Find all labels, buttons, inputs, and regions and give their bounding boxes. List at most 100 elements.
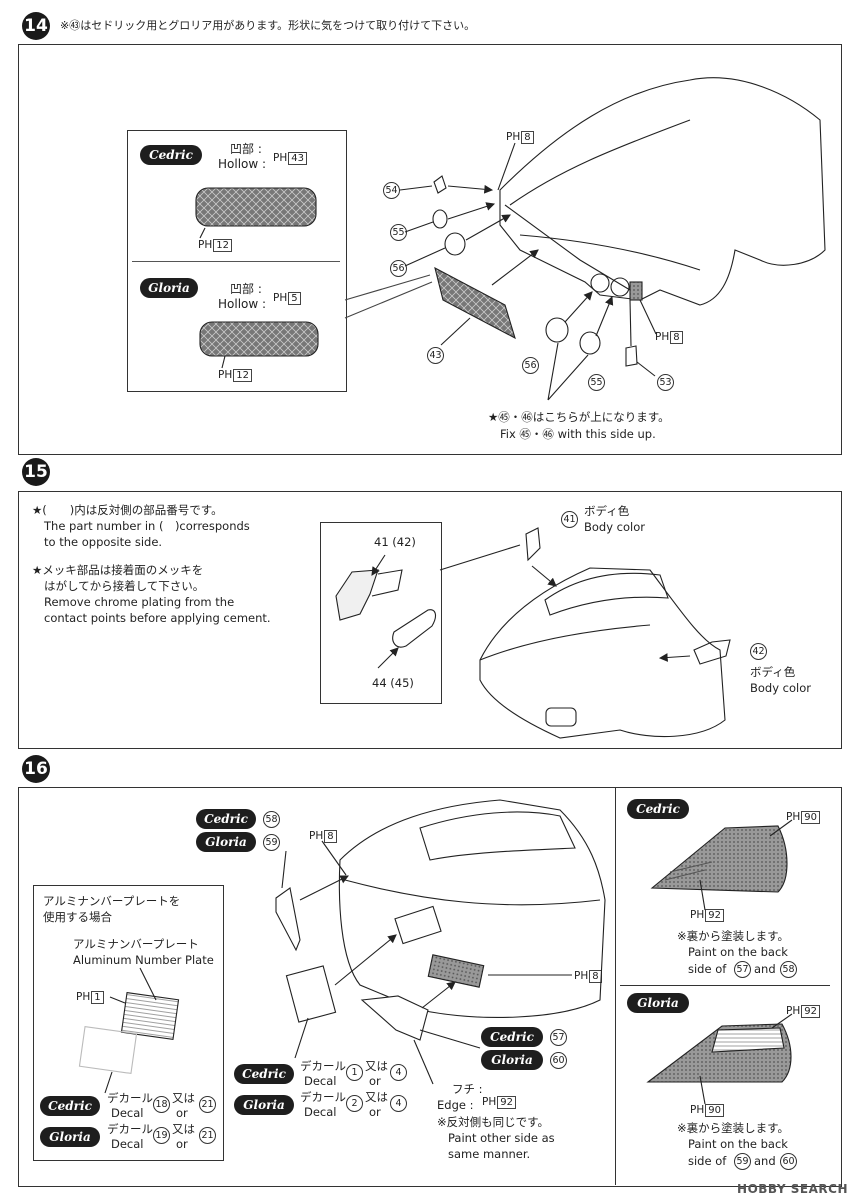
step15-frame [18, 491, 842, 749]
part-number-56b: 56 [522, 357, 539, 374]
main-gloria-or-jp: 又は [365, 1090, 388, 1104]
cedric-hollow-jp: 凹部 : [230, 142, 262, 156]
gloria-hollow-jp: 凹部 : [230, 282, 262, 296]
paint-label: PH [218, 369, 233, 381]
paint-label: PH [690, 1104, 705, 1116]
part-41-color-en: Body color [584, 520, 646, 534]
main-gloria-alt-num: 4 [390, 1095, 407, 1112]
part-number-54: 54 [383, 182, 400, 199]
step14-frame [18, 44, 842, 455]
part-number-57: 57 [550, 1029, 567, 1046]
paint-code: 5 [288, 292, 301, 305]
part-number-59: 59 [263, 834, 280, 851]
paint-code: 90 [801, 811, 820, 824]
plate-name-en: Aluminum Number Plate [73, 953, 214, 967]
step16-frame [18, 787, 842, 1187]
edge-jp: フチ : [452, 1082, 483, 1096]
lamp-cedric-note-p1: 57 [734, 961, 751, 978]
paint-label: PH [655, 331, 670, 343]
paint-code: 1 [91, 991, 104, 1004]
paint-label: PH [690, 909, 705, 921]
main-gloria-decal-jp: デカール [300, 1090, 346, 1104]
paint-code: 90 [705, 1104, 724, 1117]
cedric-hollow-en: Hollow : [218, 157, 267, 171]
other-side-en-1: Paint other side as [448, 1131, 555, 1145]
main-gloria-or-en: or [369, 1105, 381, 1119]
box-cedric-decal-jp: デカール [107, 1091, 153, 1105]
box-gloria-or-en: or [176, 1137, 188, 1151]
fix-note-jp: ★㊺・㊻はこちらが上になります。 [488, 410, 670, 424]
edge-en: Edge : [437, 1098, 474, 1112]
part-number-60: 60 [550, 1052, 567, 1069]
step16-divider [615, 788, 616, 1185]
lamp-gloria-badge: Gloria [627, 993, 689, 1013]
main-cedric-decal-num: 1 [346, 1064, 363, 1081]
step15-note2-en1: Remove chrome plating from the [44, 595, 235, 609]
paint-code: 8 [324, 830, 337, 843]
box-gloria-decal-en: Decal [111, 1137, 144, 1151]
paint-code: 92 [705, 909, 724, 922]
lamp-cedric-badge: Cedric [627, 799, 689, 819]
other-side-jp: ※反対側も同じです。 [437, 1115, 549, 1129]
fix-note-en: Fix ㊺・㊻ with this side up. [500, 427, 656, 441]
gloria-badge: Gloria [140, 278, 198, 298]
part-number-55: 55 [390, 224, 407, 241]
lamp-gloria-note-and: and [754, 1154, 776, 1168]
part-number-53: 53 [657, 374, 674, 391]
cedric-badge-16: Cedric [196, 809, 256, 829]
grille-variant-box [127, 130, 347, 392]
box-gloria-decal-num: 19 [153, 1127, 170, 1144]
step15-note1-jp: ★( )内は反対側の部品番号です。 [32, 503, 223, 517]
mirror-inset-top-label: 41 (42) [374, 535, 416, 549]
mirror-inset-bottom-label: 44 (45) [372, 676, 414, 690]
lamp-cedric-note-en-2a: side of [688, 962, 727, 976]
main-cedric-or-en: or [369, 1074, 381, 1088]
paint-label: PH [482, 1096, 497, 1108]
paint-code: 8 [670, 331, 683, 344]
part-number-43: 43 [427, 347, 444, 364]
paint-label: PH [76, 991, 91, 1003]
step15-note2-jp2: はがしてから接着して下さい。 [44, 579, 205, 593]
main-cedric-or-jp: 又は [365, 1059, 388, 1073]
lamp-cedric-note-p2: 58 [780, 961, 797, 978]
divider [132, 261, 340, 262]
part-42-color-en: Body color [750, 681, 812, 695]
plate-box-title-2: 使用する場合 [43, 910, 112, 924]
main-gloria-decal-num: 2 [346, 1095, 363, 1112]
main-cedric-badge: Cedric [234, 1064, 294, 1084]
paint-code: 12 [213, 239, 232, 252]
lamp-cedric-note-and: and [754, 962, 776, 976]
gloria-hollow-en: Hollow : [218, 297, 267, 311]
paint-code: 92 [497, 1096, 516, 1109]
box-cedric-badge: Cedric [40, 1096, 100, 1116]
paint-code: 12 [233, 369, 252, 382]
step-number-16: 16 [22, 755, 50, 783]
part-number-41: 41 [561, 511, 578, 528]
step15-note1-en1: The part number in ( )corresponds [44, 519, 250, 533]
box-cedric-alt-num: 21 [199, 1096, 216, 1113]
box-gloria-badge: Gloria [40, 1127, 100, 1147]
part-41-color-jp: ボディ色 [584, 504, 630, 518]
paint-label: PH [198, 239, 213, 251]
part-42-color-jp: ボディ色 [750, 665, 796, 679]
paint-label: PH [506, 131, 521, 143]
aluminum-plate-box [33, 885, 224, 1161]
paint-code: 92 [801, 1005, 820, 1018]
box-cedric-decal-num: 18 [153, 1096, 170, 1113]
lamp-gloria-note-en-1: Paint on the back [688, 1137, 788, 1151]
lamp-divider [620, 985, 830, 986]
lamp-gloria-note-p1: 59 [734, 1153, 751, 1170]
